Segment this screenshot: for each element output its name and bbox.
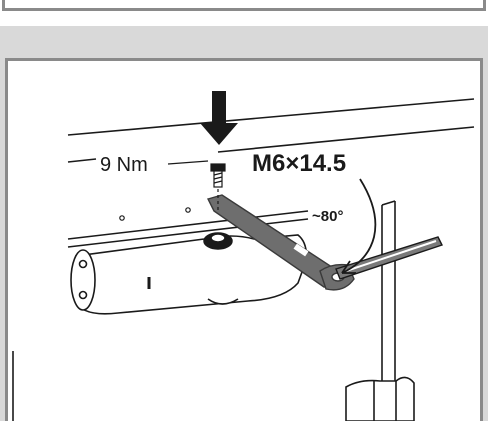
door-hinge [345, 376, 415, 421]
closer-pinion [203, 232, 233, 250]
slide-rail [335, 236, 443, 280]
door-frame-top [67, 98, 475, 163]
screw-icon [210, 163, 226, 211]
installation-illustration-panel: 9 Nm M6×14.5 ~80° [5, 58, 483, 421]
torque-label: 9 Nm [100, 154, 148, 176]
opening-angle-label: ~80° [312, 208, 343, 225]
screw-size-label: M6×14.5 [252, 150, 346, 177]
down-arrow-icon [200, 91, 238, 145]
previous-step-panel [2, 0, 486, 11]
curved-arrow-icon [341, 178, 377, 274]
plate-holes [119, 207, 191, 221]
door-closer-body [70, 234, 308, 315]
torque-leader-line [167, 160, 209, 165]
mounting-rail [67, 210, 309, 248]
installation-diagram: 9 Nm M6×14.5 ~80° [12, 91, 475, 421]
door-frame-post [381, 200, 396, 401]
